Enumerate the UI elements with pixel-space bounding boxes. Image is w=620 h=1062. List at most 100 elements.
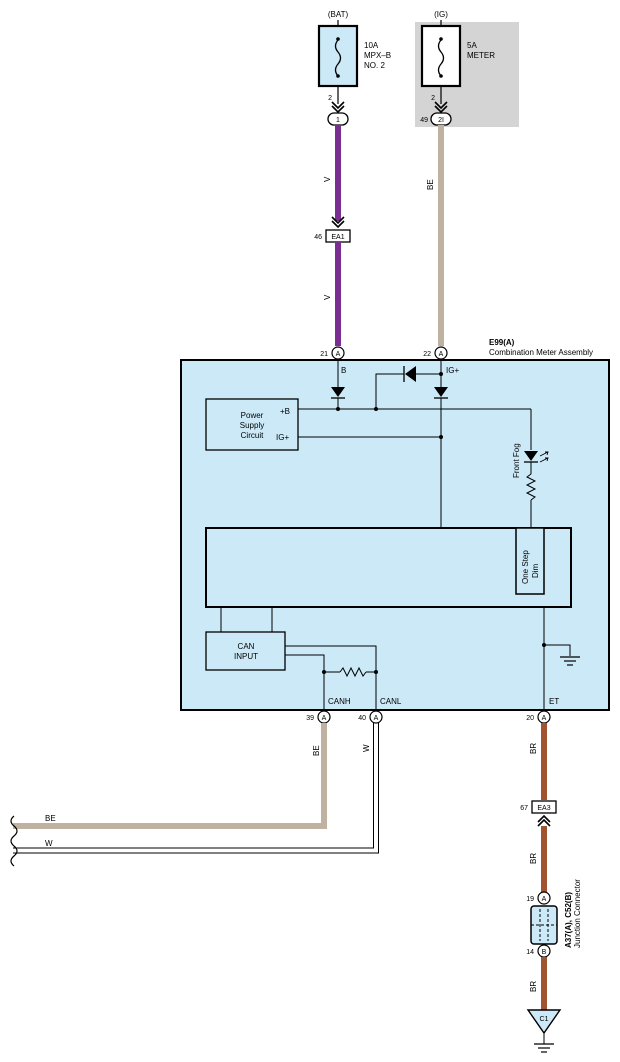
power-supply-label-3: Circuit [241,431,264,440]
bat-wire-lower [335,242,341,346]
canh-out-label: BE [45,814,56,823]
canl-label: CANL [380,697,402,706]
canh-wire [13,723,327,829]
ig-plus-label: IG+ [276,433,289,442]
pin-39-number: 39 [306,715,314,722]
pin-39-canh: A [317,710,331,724]
ea1-pin: 46 [314,234,322,241]
reverse-diode-icon [405,366,416,382]
junction-pin-b: B [537,944,551,958]
bat-wire-upper [335,125,341,221]
pin-22-ig: A [434,346,448,360]
bat-source-label: (BAT) [328,10,349,19]
junction-pin-a: A [537,891,551,905]
bat-fuse-amp: 10A [364,41,379,50]
ea3-connector: EA3 [531,800,557,814]
meter-name: Combination Meter Assembly [489,348,593,357]
ea1-chevron [331,216,345,229]
et-wire-upper [541,723,547,800]
ig-wire [438,125,444,346]
front-fog-resistor-icon [525,473,537,501]
junction-name-1: A37(A), C52(B) [564,892,573,948]
et-wire-upper-label: BR [529,743,538,754]
svg-text:1: 1 [336,117,340,124]
power-supply-circuit [205,398,299,451]
svg-text:EA1: EA1 [331,234,344,241]
ig-fuse-amp: 5A [467,41,477,50]
et-wire-lower [541,957,547,1010]
one-step-dim-label-1: One Step [521,550,530,584]
bat-fuse-name-2: NO. 2 [364,61,385,70]
b-diode-icon [331,387,345,397]
bat-jb-connector: 1 [327,112,349,126]
b-terminal-label: B [341,366,346,375]
ig-wire-label: BE [426,179,435,190]
et-wire-mid [541,826,547,892]
canh-wire-label: BE [312,745,321,756]
can-termination-resistor-icon [339,666,367,678]
ig-fuse-name: METER [467,51,495,60]
svg-text:A: A [374,715,379,722]
meter-inner-block [205,527,572,608]
svg-text:A: A [542,715,547,722]
pin-21-b: A [331,346,345,360]
et-wire-mid-label: BR [529,853,538,864]
pin-22-number: 22 [423,351,431,358]
canh-label: CANH [328,697,351,706]
svg-text:EA3: EA3 [537,805,550,812]
meter-id: E99(A) [489,338,515,347]
ig-fuse [420,20,462,104]
front-fog-label: Front Fog [512,443,521,478]
svg-text:A: A [439,351,444,358]
et-wire-lower-label: BR [529,981,538,992]
svg-text:A: A [322,715,327,722]
wire-break-mark [10,815,18,867]
et-label: ET [549,697,559,706]
plus-b-label: +B [280,407,290,416]
canl-wire [13,723,379,854]
pin-21-number: 21 [320,351,328,358]
svg-text:A: A [542,896,547,903]
pin-40-canl: A [369,710,383,724]
junction-pin-14: 14 [526,949,534,956]
bat-wire-lower-label: V [323,294,332,300]
can-input-label-2: INPUT [234,652,258,661]
ea3-pin: 67 [520,805,528,812]
canl-wire-label: W [362,744,371,752]
one-step-dim-box [515,527,545,595]
bat-fuse [317,20,359,104]
one-step-dim-label-2: Dim [531,563,540,578]
ea3-chevron [537,814,551,827]
junction-name-2: Junction Connector [573,879,582,948]
svg-text:B: B [542,949,547,956]
can-input-label-1: CAN [238,642,255,651]
power-supply-label-1: Power [241,411,264,420]
ig-jb-connector: 2I [430,112,452,126]
svg-text:A: A [336,351,341,358]
canl-out-label: W [45,839,53,848]
bat-fuse-name-1: MPX–B [364,51,391,60]
bat-wire-upper-label: V [323,176,332,182]
junction-pin-19: 19 [526,896,534,903]
ig-fuse-pin: 2 [431,95,435,102]
ig-source-label: (IG) [434,10,448,19]
internal-ground-icon [560,656,580,666]
bat-jb-chevron [331,101,345,114]
ig-jb-chevron [434,101,448,114]
ground-icon [534,1043,554,1053]
pin-20-et: A [537,710,551,724]
can-input-box [205,631,286,671]
pin-20-number: 20 [526,715,534,722]
ig-plus-terminal-label: IG+ [446,366,459,375]
ea1-connector: EA1 [325,229,351,243]
ground-connector-c1 [526,1009,562,1035]
ground-connector-label: C1 [540,1016,549,1023]
svg-text:2I: 2I [438,117,444,124]
ig-diode-icon [434,387,448,397]
front-fog-led-icon [524,451,538,461]
power-supply-label-2: Supply [240,421,264,430]
pin-40-number: 40 [358,715,366,722]
bat-fuse-pin: 2 [328,95,332,102]
ig-jb-pin: 49 [420,117,428,124]
